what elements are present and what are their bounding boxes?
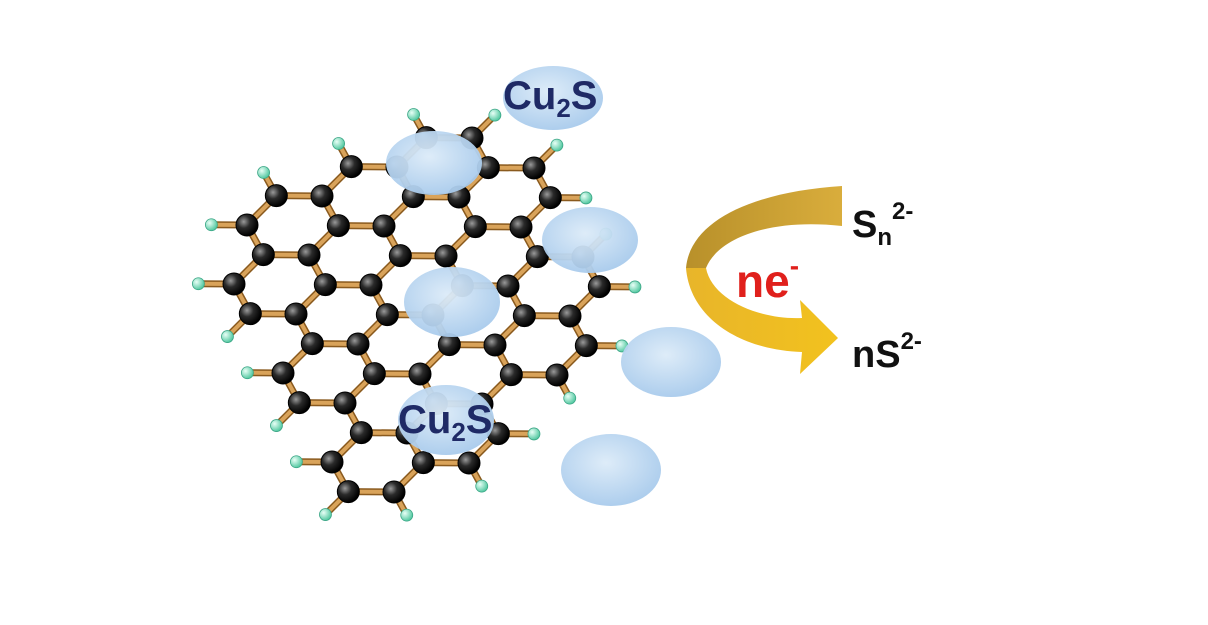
polysulfide-base: S [852,204,878,246]
electron-base: ne [736,255,790,307]
cu2s-top-base: Cu [503,74,557,118]
hydrogen-atom [240,366,254,380]
carbon-atom [320,450,344,474]
arrow-lower-band [686,268,838,374]
hydrogen-atom [579,191,593,205]
hydrogen-atom [628,280,642,294]
carbon-atom [587,275,611,299]
carbon-atom [310,184,334,208]
polysulfide-label: Sn2- [852,200,913,250]
carbon-atom [264,184,288,208]
cu2s-top-subscript: 2 [556,93,571,123]
carbon-atom [408,362,432,386]
carbon-atom [382,480,406,504]
carbon-atom [313,273,337,297]
polysulfide-charge: 2- [892,198,914,225]
carbon-atom [300,332,324,356]
cu2s-nanoparticle [386,131,482,195]
carbon-atom [483,333,507,357]
sulfide-label: nS2- [852,328,922,376]
hydrogen-atom [191,277,205,291]
hydrogen-atom [488,108,502,122]
carbon-atom [359,273,383,297]
nanoparticle-layer [386,66,721,506]
carbon-atom [362,362,386,386]
carbon-atom [284,302,308,326]
carbon-atom [463,215,487,239]
carbon-atom [512,304,536,328]
cu2s-nanoparticle [561,434,661,506]
cu2s-nanoparticle [503,66,603,130]
carbon-atom [222,272,246,296]
hydrogen-atom [204,218,218,232]
cu2s-nanoparticle [621,327,721,397]
carbon-atom [496,274,520,298]
hydrogen-atom [332,137,345,150]
carbon-atom [326,214,350,238]
hydrogen-atom [221,330,234,343]
carbon-atom [434,244,458,268]
hydrogen-atom [319,508,332,521]
reduction-arrow [686,186,842,374]
hydrogen-atom [407,108,420,121]
carbon-atom [499,363,523,387]
carbon-atom [372,214,396,238]
polysulfide-subscript: n [877,224,893,251]
arrow-upper-band [686,186,842,268]
carbon-atom [235,213,259,237]
carbon-atom [525,245,549,269]
cu2s-nanoparticle [404,267,500,337]
cu2s-bottom-subscript: 2 [451,417,466,447]
carbon-atom [349,421,373,445]
carbon-atom [297,243,321,267]
carbon-atom [558,304,582,328]
carbon-atom [522,156,546,180]
hydrogen-atom [550,138,564,152]
carbon-atom [457,451,481,475]
carbon-atom [271,361,295,385]
carbon-atom [251,243,275,267]
carbon-atom [574,334,598,358]
carbon-atom [411,451,435,475]
cu2s-nanoparticle [398,385,494,455]
hydrogen-atom [289,455,303,469]
carbon-atom [238,302,262,326]
carbon-atom [339,155,363,179]
cu2s-nanoparticle [542,207,638,273]
electron-charge: - [789,250,800,281]
sulfide-charge: 2- [900,328,922,355]
carbon-atom [336,480,360,504]
hydrogen-atom [400,508,414,522]
cu2s-label-bottom: Cu2S [398,400,492,445]
cu2s-label-top: Cu2S [503,76,597,121]
carbon-atom [287,391,311,415]
cu2s-bottom-base: Cu [398,398,452,442]
cu2s-top-tail: S [570,74,598,118]
hydrogen-atom [475,479,489,493]
electron-transfer-label: ne- [736,250,800,307]
carbon-atom [437,333,461,357]
carbon-atom [545,363,569,387]
hydrogen-atom [563,391,577,405]
carbon-atom [538,186,562,210]
carbon-atom [333,391,357,415]
hydrogen-atom [270,419,283,432]
carbon-atom [375,303,399,327]
carbon-atom [509,215,533,239]
carbon-atom [346,332,370,356]
hydrogen-atom [257,166,270,179]
cu2s-bottom-tail: S [465,398,493,442]
carbon-atom [388,244,412,268]
hydrogen-atom [527,427,541,441]
sulfide-base: nS [852,334,901,376]
